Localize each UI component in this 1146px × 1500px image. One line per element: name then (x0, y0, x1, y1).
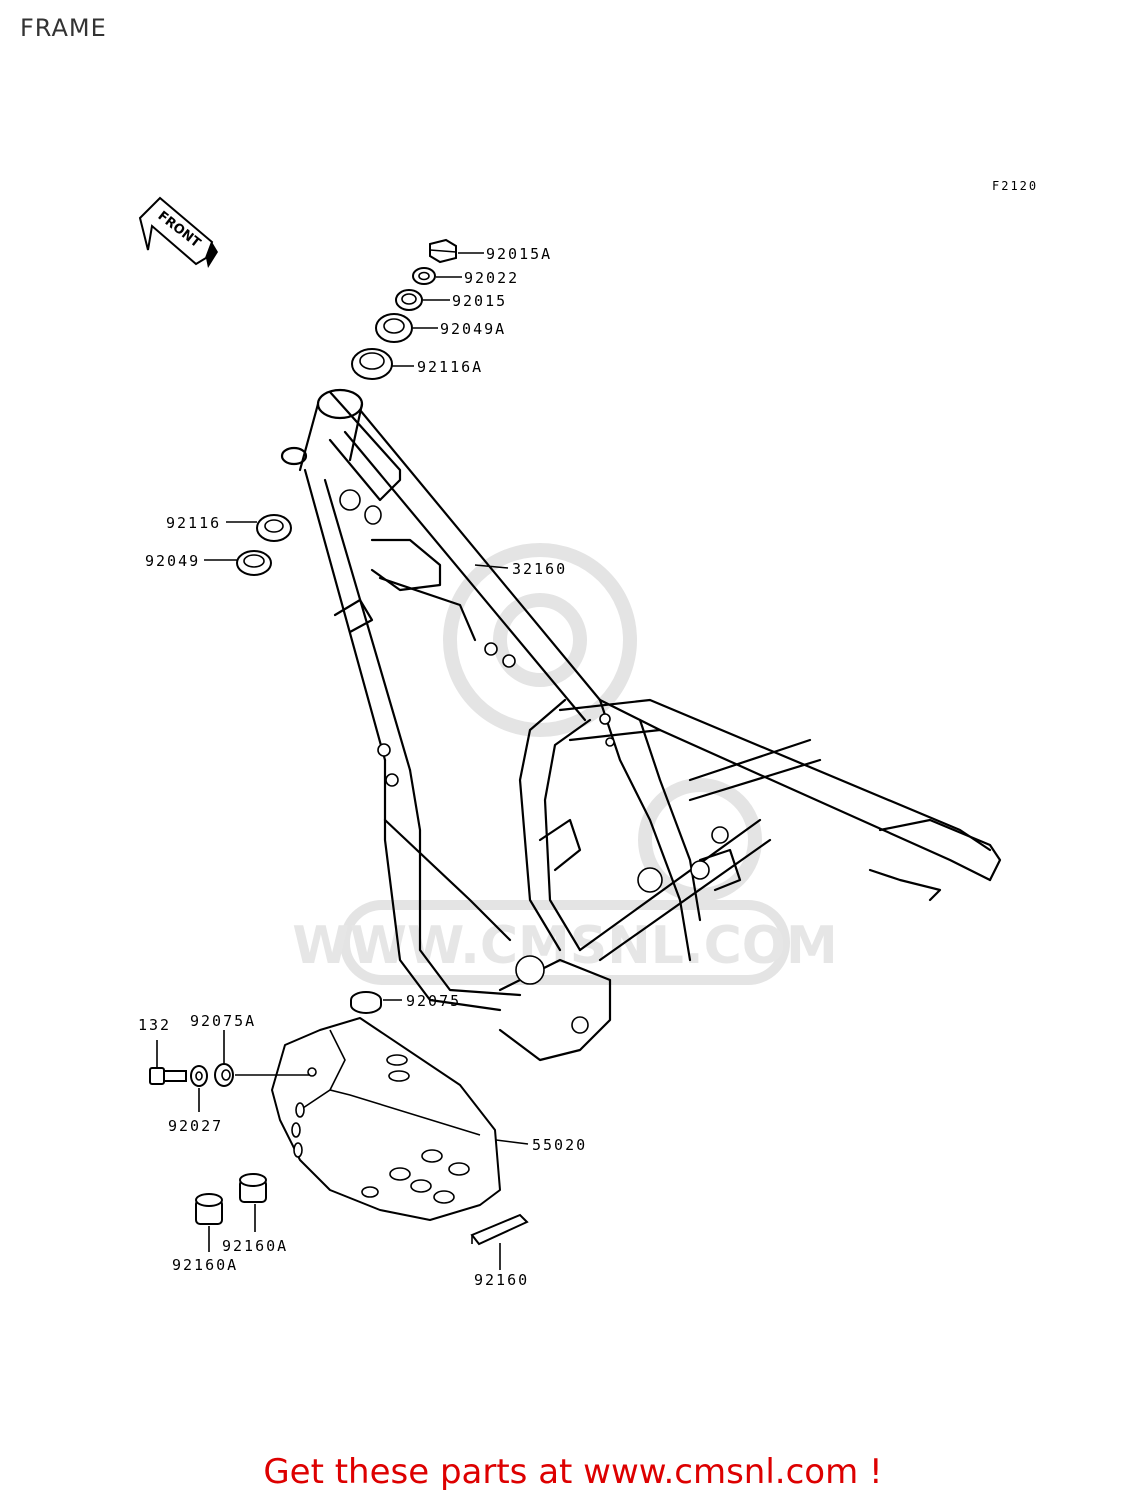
callout-92049A: 92049A (440, 320, 506, 338)
callout-92015A: 92015A (486, 245, 552, 263)
promo-link[interactable]: Get these parts at www.cmsnl.com ! (263, 1452, 883, 1492)
callout-labels: 92015A 92022 92015 92049A 92116A 92116 9… (138, 245, 587, 1289)
callout-92015: 92015 (452, 292, 507, 310)
callout-92027: 92027 (168, 1117, 223, 1135)
motorcycle-frame (280, 388, 1002, 1062)
frame-cap-part (350, 991, 382, 1014)
callout-55020: 55020 (532, 1136, 587, 1154)
figure-code: F2120 (992, 179, 1038, 193)
skid-plate (271, 1017, 501, 1221)
steering-stem-nut (429, 238, 457, 264)
callout-92116: 92116 (166, 514, 221, 532)
watermark: WWW.CMSNL.COM (292, 543, 838, 985)
callout-92075: 92075 (406, 992, 461, 1010)
callout-132: 132 (138, 1016, 171, 1034)
page-title: FRAME (20, 14, 107, 42)
rubber-strip-part (470, 1213, 529, 1246)
damper-part-upper (239, 1173, 267, 1203)
callout-32160: 32160 (512, 560, 567, 578)
callout-92022: 92022 (464, 269, 519, 287)
leader-lines (156, 252, 529, 1270)
callout-92160A-upper: 92160A (222, 1237, 288, 1255)
bolt-part (149, 1067, 187, 1085)
front-arrow-icon: FRONT (138, 196, 218, 268)
callout-92116A: 92116A (417, 358, 483, 376)
callout-92049: 92049 (145, 552, 200, 570)
callout-92160: 92160 (474, 1271, 529, 1289)
callout-92075A: 92075A (190, 1012, 256, 1030)
callout-92160A-lower: 92160A (172, 1256, 238, 1274)
damper-part-lower (195, 1193, 223, 1225)
